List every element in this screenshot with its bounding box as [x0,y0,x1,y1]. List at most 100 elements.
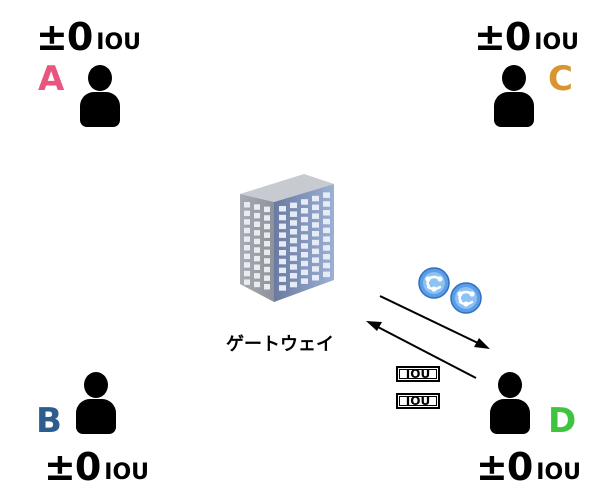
building-window [254,273,260,279]
building-window [312,213,319,219]
building-window [312,239,319,246]
building-window [301,260,308,267]
building-window [264,232,270,238]
participant-d-balance: ±0 IOU [476,448,581,486]
building-window [290,246,297,253]
participant-d-amount: ±0 [476,445,533,489]
person-icon [76,372,116,434]
participant-c-balance: ±0 IOU [474,18,579,56]
iou-tag: IOU [396,393,440,409]
building-window [279,232,286,238]
building-window [301,243,308,249]
building-window [323,218,330,225]
building-window [323,227,330,234]
building-window [254,204,260,210]
building-window [312,195,319,202]
ripple-coin-icon [418,267,450,299]
person-icon [490,372,530,434]
building-windows-right [279,192,330,291]
arrow-to-d-head [474,338,490,349]
building-window [264,275,270,281]
participant-c-unit: IOU [534,30,580,55]
building-window [264,284,270,290]
building-window [279,206,286,212]
building-window [290,202,297,209]
building-window [290,211,297,217]
participant-c-label: C [548,59,573,99]
building-window [290,220,297,226]
arrow-to-gateway-head [366,321,382,331]
building-window [264,266,270,273]
arrow-to-d [379,295,481,345]
building-window [312,275,319,281]
participant-b-amount: ±0 [44,445,101,489]
building-window [290,273,297,279]
building-window [312,222,319,228]
building-window [301,199,308,205]
participant-c-amount: ±0 [474,15,531,59]
building-window [312,266,319,272]
building-window [323,236,330,242]
person-icon [494,65,534,127]
building-window [312,204,319,211]
building-window [244,227,250,234]
participant-a-label: A [38,59,65,99]
ripple-coin-icon [450,282,482,314]
building-window [264,206,270,213]
building-window [254,264,260,270]
building-window [323,210,330,216]
building-window [264,241,270,247]
building-window [312,257,319,263]
building-window [254,247,260,253]
building-window [290,237,297,244]
building-window [254,255,260,262]
building-window [290,229,297,235]
building-window [254,212,260,219]
participant-d-label: D [548,401,577,441]
building-window [290,255,297,261]
gateway-label: ゲートウェイ [226,334,334,355]
participant-d-unit: IOU [536,460,582,485]
building-window [301,208,308,214]
participant-b-unit: IOU [104,460,150,485]
building-window [312,231,319,237]
building-window [312,248,319,255]
building-windows-left [244,202,270,290]
building-window [301,278,308,284]
building-window [323,271,330,278]
building-window [254,281,260,288]
building-window [323,254,330,260]
iou-tag: IOU [396,366,440,382]
building-window [244,262,250,268]
building-window [279,267,286,274]
building-window [244,279,250,285]
building-window [244,270,250,277]
building-window [244,245,250,251]
building-window [301,252,308,258]
building-window [290,264,297,270]
building-window [244,210,250,217]
building-icon [240,174,334,302]
building-window [264,215,270,221]
building-window [264,249,270,256]
building-window [290,281,297,288]
building-window [301,225,308,232]
building-window [279,223,286,230]
building-window [279,241,286,247]
building-window [244,253,250,260]
building-window [279,285,286,291]
building-window [323,245,330,251]
building-window [279,276,286,282]
building-window [279,214,286,221]
building-window [244,236,250,242]
building-window [323,201,330,207]
participant-a-unit: IOU [96,30,142,55]
building-window [323,262,330,269]
building-window [254,230,260,236]
building-window [279,250,286,256]
building-window [301,234,308,240]
participant-a-amount: ±0 [36,15,93,59]
building-window [301,216,308,223]
building-window [301,269,308,276]
